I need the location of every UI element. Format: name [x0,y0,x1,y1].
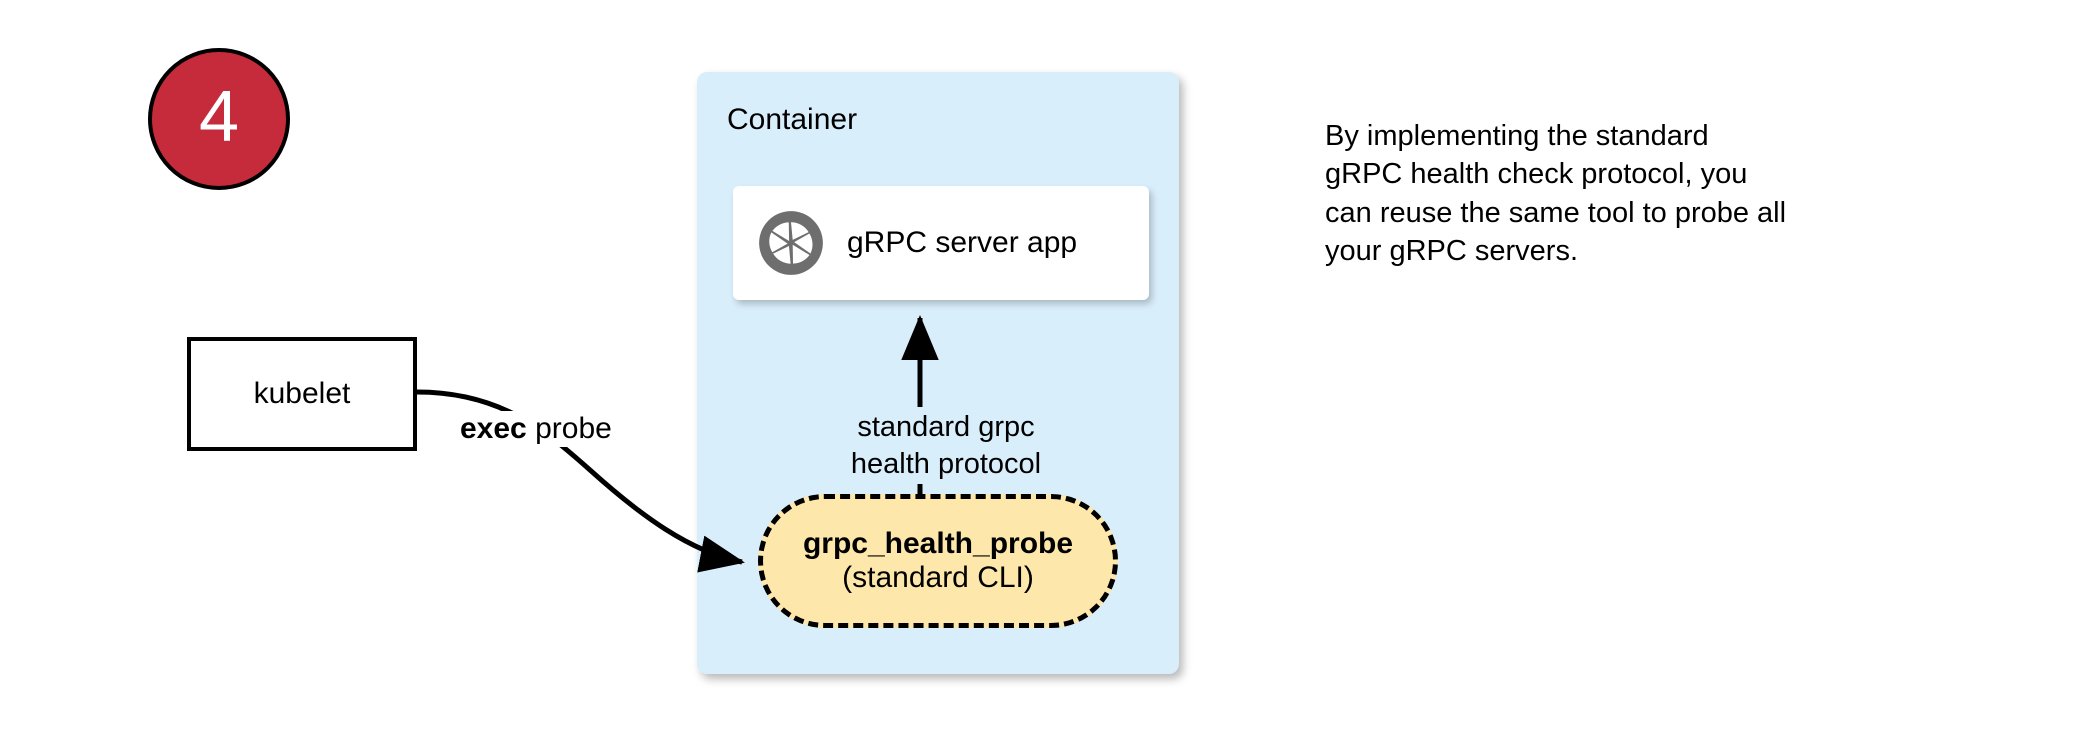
exec-probe-edge-label-strong: exec [460,412,527,445]
protocol-edge-label: standard grpc health protocol [838,372,1054,483]
aperture-icon [759,211,823,275]
step-number-label: 4 [198,77,240,157]
kubelet-label: kubelet [253,377,351,410]
exec-probe-arrow [416,389,745,573]
grpc-health-probe-node: grpc_health_probe (standard CLI) [758,494,1118,628]
exec-probe-edge-label-rest: probe [526,412,612,445]
grpc-health-probe-title: grpc_health_probe [802,527,1074,561]
grpc-server-app-card: gRPC server app [733,186,1149,300]
grpc-server-app-label: gRPC server app [847,226,1078,259]
exec-probe-edge-label: exec probe [455,411,617,447]
container-label: Container [727,103,858,136]
protocol-edge-label-text: standard grpc health protocol [850,411,1042,481]
side-note-text: By implementing the standard gRPC health… [1325,120,1787,267]
step-number-badge: 4 [148,48,290,190]
grpc-health-probe-subtitle: (standard CLI) [842,561,1034,594]
kubelet-box: kubelet [187,337,417,451]
